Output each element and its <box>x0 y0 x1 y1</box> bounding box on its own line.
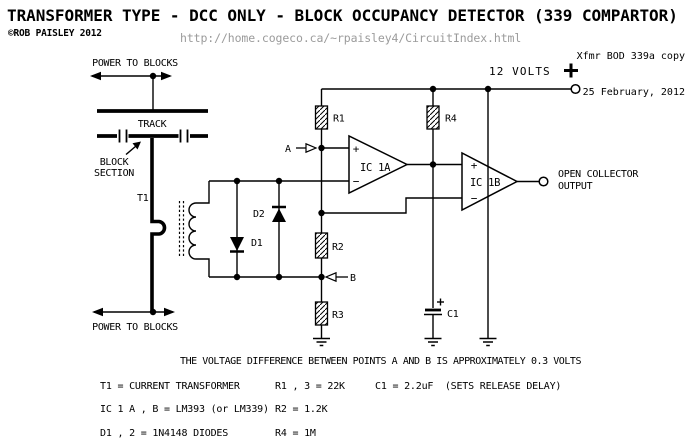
parts-r4: R4 = 1M <box>275 428 316 439</box>
d1-label: D1 <box>251 238 263 249</box>
t1-label: T1 <box>137 193 149 204</box>
source-url: http://home.cogeco.ca/~rpaisley4/Circuit… <box>180 31 522 45</box>
power-top-label: POWER TO BLOCKS <box>92 58 178 69</box>
copyright-text: ©ROB PAISLEY 2012 <box>8 28 102 39</box>
resistor-r3: R3 <box>314 301 344 326</box>
track-feed-primary <box>150 138 167 311</box>
output-label-2: OUTPUT <box>558 181 593 192</box>
junction-dot <box>318 209 325 217</box>
wire-ref-to-ic1b <box>321 197 462 214</box>
opamp-icon <box>348 134 409 195</box>
track-section: TRACK BLOCK SECTION <box>94 76 208 179</box>
revision-name: Xfmr BOD 339a copy <box>576 51 685 62</box>
c1-label: C1 <box>447 309 459 320</box>
block-section-arrow-icon <box>132 141 141 150</box>
resistor-r1: R1 <box>314 105 345 130</box>
parts-r1-r3: R1 , 3 = 22K <box>275 381 345 392</box>
arrow-left-icon <box>90 71 101 81</box>
resistor-r2: R2 <box>314 232 344 259</box>
output-terminal-icon <box>538 176 549 187</box>
junction-dot <box>149 308 157 316</box>
point-a-arrow-icon <box>305 142 318 154</box>
parts-c1: C1 = 2.2uF (SETS RELEASE DELAY) <box>375 381 562 392</box>
secondary-bottom-wire <box>196 258 210 277</box>
r2-label: R2 <box>332 242 344 253</box>
r1-label: R1 <box>333 114 345 125</box>
ground-icon <box>479 337 497 347</box>
power-to-blocks-top: POWER TO BLOCKS <box>90 58 178 81</box>
power-to-blocks-bottom: POWER TO BLOCKS <box>92 307 178 333</box>
secondary-top-wire <box>196 181 210 204</box>
parts-r2: R2 = 1.2K <box>275 404 328 415</box>
comparator-ic1b: + − IC 1B <box>461 151 519 212</box>
d2-label: D2 <box>253 209 265 220</box>
junction-dot <box>233 273 241 281</box>
ic1b-label: IC 1B <box>470 177 500 189</box>
diode-d1: D1 <box>230 181 263 277</box>
ground-icon <box>313 337 330 347</box>
junction-dot <box>275 177 283 185</box>
block-label-1: BLOCK <box>100 157 129 168</box>
point-b-arrow-icon <box>324 271 337 283</box>
secondary-coil <box>188 202 197 260</box>
transformer-t1: T1 <box>137 181 210 277</box>
plus-icon <box>564 63 578 78</box>
insulated-gap-icon <box>118 129 189 143</box>
terminal-12v-icon <box>570 83 581 95</box>
minus-input-label: − <box>353 175 360 188</box>
plus-input-label: + <box>353 143 360 156</box>
minus-input-label: − <box>471 192 478 205</box>
arrow-right-icon <box>164 307 175 317</box>
parts-diodes: D1 , 2 = 1N4148 DIODES <box>100 428 229 439</box>
opamp-icon <box>461 151 519 212</box>
power-bottom-label: POWER TO BLOCKS <box>92 322 178 333</box>
point-a-label: A <box>285 144 291 155</box>
parts-ic: IC 1 A , B = LM393 (or LM339) <box>100 404 269 415</box>
block-label-2: SECTION <box>94 168 134 179</box>
output-label-1: OPEN COLLECTOR <box>558 169 639 180</box>
revision-date: 25 February, 2012 <box>582 87 685 98</box>
point-b-label: B <box>350 273 356 284</box>
diode-icon <box>230 237 244 251</box>
voltage-note: THE VOLTAGE DIFFERENCE BETWEEN POINTS A … <box>180 356 582 367</box>
capacitor-c1: C1 <box>424 298 459 320</box>
diode-d2: D2 <box>253 181 286 277</box>
plus-input-label: + <box>471 159 478 172</box>
plus-icon <box>437 298 444 306</box>
block-section-arrow-line <box>125 145 137 156</box>
junction-dot <box>275 273 283 281</box>
comparator-ic1a: + − IC 1A <box>348 134 409 195</box>
ic1a-label: IC 1A <box>360 162 391 174</box>
diode-icon <box>272 208 286 222</box>
arrow-right-icon <box>161 71 172 81</box>
junction-dot <box>233 177 241 185</box>
ground-icon <box>424 337 442 347</box>
supply-label: 12 VOLTS <box>489 65 551 78</box>
arrow-left-icon <box>92 307 103 317</box>
r4-label: R4 <box>445 114 457 125</box>
resistor-r4: R4 <box>426 105 457 130</box>
track-label: TRACK <box>138 119 167 130</box>
junction-dot <box>318 273 325 281</box>
revision-note: Xfmr BOD 339a copy 25 February, 2012 <box>577 27 685 123</box>
page-title: TRANSFORMER TYPE - DCC ONLY - BLOCK OCCU… <box>7 6 678 25</box>
parts-t1: T1 = CURRENT TRANSFORMER <box>100 381 240 392</box>
r3-label: R3 <box>332 310 344 321</box>
